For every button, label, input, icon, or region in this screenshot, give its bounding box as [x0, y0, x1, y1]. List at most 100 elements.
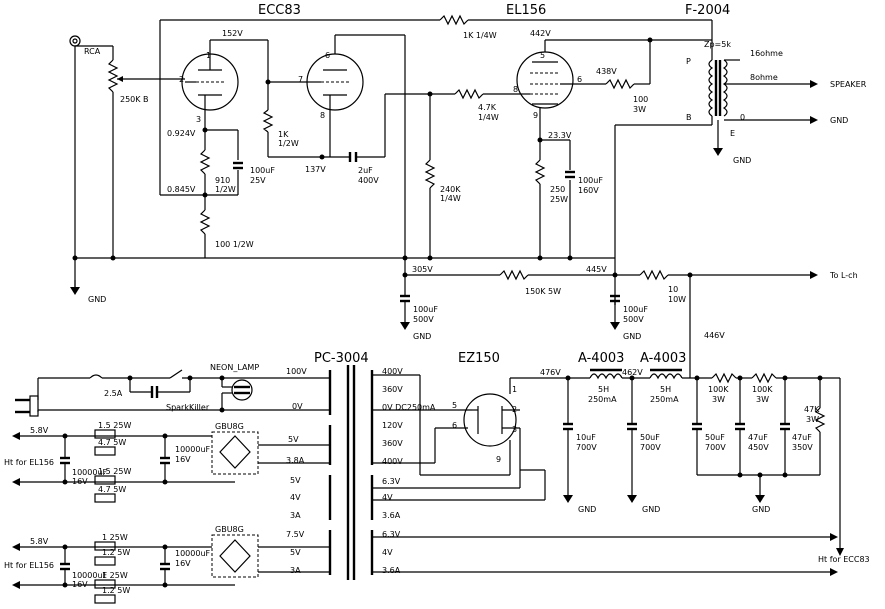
label-pt-120: 120V — [382, 421, 403, 430]
pin-rect-6: 6 — [452, 421, 457, 430]
label-r10-b: 10W — [668, 295, 686, 304]
label-l1-a: 5H — [598, 385, 609, 394]
label-bp-gnd2: GND — [623, 332, 641, 341]
label-v233: 23.3V — [548, 131, 572, 140]
label-h2-58: 5.8V — [30, 537, 49, 546]
label-l1-b: 250mA — [588, 395, 617, 404]
label-rc3-b: 700V — [705, 443, 726, 452]
label-h2-bridge: GBU8G — [215, 525, 244, 534]
label-h1-c1b: 16V — [72, 477, 88, 486]
label-pt-3ab: 3A — [290, 566, 301, 575]
pin-el-6: 6 — [577, 75, 582, 84]
label-r250-b: 25W — [550, 195, 568, 204]
label-pt-4vb: 4V — [382, 493, 393, 502]
label-h1-ht: Ht for EL156 — [4, 458, 54, 467]
label-bp-c2-a: 100uF — [623, 305, 648, 314]
label-v305: 305V — [412, 265, 433, 274]
title-f2004: F-2004 — [685, 3, 730, 18]
label-to-l: To L-ch — [829, 271, 858, 280]
label-rc2-a: 50uF — [640, 433, 660, 442]
pin-1: 1 — [206, 51, 211, 60]
label-h2-r1a: 1 25W — [102, 533, 128, 542]
pin-2: 2 — [179, 75, 184, 84]
label-8ohm: 8ohme — [750, 73, 778, 82]
label-v445: 445V — [586, 265, 607, 274]
label-h2-r1b: 1 25W — [102, 571, 128, 580]
label-pt-4vc: 4V — [382, 548, 393, 557]
label-r150: 150K 5W — [525, 287, 561, 296]
pin-7: 7 — [298, 75, 303, 84]
label-r240-b: 1/4W — [440, 194, 461, 203]
label-pt-63v: 6.3V — [382, 477, 401, 486]
label-r1k-b: 1/2W — [278, 139, 299, 148]
label-v462: 462V — [622, 368, 643, 377]
label-pt-360: 360V — [382, 385, 403, 394]
title-a4003-1: A-4003 — [578, 351, 624, 366]
label-r100: 100 1/2W — [215, 240, 254, 249]
label-v100: 100V — [286, 367, 307, 376]
label-b: B — [686, 113, 692, 122]
label-h2-c1b: 16V — [72, 580, 88, 589]
label-pt-36a: 3.6A — [382, 511, 401, 520]
label-rc4-b: 450V — [748, 443, 769, 452]
label-bp-c2-b: 500V — [623, 315, 644, 324]
label-bp-gnd1: GND — [413, 332, 431, 341]
pin-el-5: 5 — [540, 51, 545, 60]
label-h1-r15a: 1.5 25W — [98, 421, 131, 430]
label-h1-c2a: 10000uF — [175, 445, 211, 454]
label-v442: 442V — [530, 29, 551, 38]
label-h1-r15b: 1.5 25W — [98, 467, 131, 476]
label-pt-4v: 4V — [290, 493, 301, 502]
label-h2-c2b: 16V — [175, 559, 191, 568]
label-v438: 438V — [596, 67, 617, 76]
label-pt-5vb: 5V — [290, 476, 301, 485]
label-rca: RCA — [84, 47, 101, 56]
label-r47-b: 1/4W — [478, 113, 499, 122]
label-v-k2: 0.845V — [167, 185, 196, 194]
label-pt-5v: 5V — [288, 435, 299, 444]
label-r100a-a: 100K — [708, 385, 729, 394]
power-supply-wiring — [12, 365, 844, 604]
label-pot: 250K B — [120, 95, 149, 104]
label-h1-c1a: 10000uF — [72, 468, 108, 477]
label-ht-ecc83: Ht for ECC83 — [818, 555, 870, 564]
label-neon: NEON_LAMP — [210, 363, 259, 372]
label-gnd-e: GND — [733, 156, 751, 165]
label-rc1-a: 10uF — [576, 433, 596, 442]
label-feedback-r: 1K 1/4W — [463, 31, 497, 40]
label-r10-a: 10 — [668, 285, 678, 294]
label-l2-a: 5H — [660, 385, 671, 394]
label-h2-r12b: 1.2 5W — [102, 586, 130, 595]
label-pt-36ab: 3.6A — [382, 566, 401, 575]
label-h2-c1a: 10000uF — [72, 571, 108, 580]
label-h2-ht: Ht for EL156 — [4, 561, 54, 570]
label-gnd-speaker: GND — [830, 116, 848, 125]
label-h1-r47a: 4.7 5W — [98, 438, 126, 447]
title-a4003-2: A-4003 — [640, 351, 686, 366]
pin-rect-1: 1 — [512, 385, 517, 394]
title-ez150: EZ150 — [458, 351, 500, 366]
label-c2-a: 2uF — [358, 166, 373, 175]
label-v446: 446V — [704, 331, 725, 340]
label-r47k-a: 47K — [804, 405, 820, 414]
label-r250-a: 250 — [550, 185, 565, 194]
label-16ohm: 16ohme — [750, 49, 783, 58]
label-r1k-a: 1K — [278, 130, 289, 139]
label-rc1-b: 700V — [576, 443, 597, 452]
label-pt-3a: 3A — [290, 511, 301, 520]
label-r910-a: 910 — [215, 176, 230, 185]
label-h1-bridge: GBU8G — [215, 422, 244, 431]
label-r100a-b: 3W — [712, 395, 725, 404]
label-c100-el-b: 160V — [578, 186, 599, 195]
label-c100-el-a: 100uF — [578, 176, 603, 185]
label-h1-c2b: 16V — [175, 455, 191, 464]
label-r-gnd3: GND — [752, 505, 770, 514]
pin-8: 8 — [320, 111, 325, 120]
title-el156: EL156 — [506, 3, 546, 18]
label-r-gnd1: GND — [578, 505, 596, 514]
label-r100b-a: 100K — [752, 385, 773, 394]
label-fuse: 2.5A — [104, 389, 123, 398]
label-spark: SparkKiller — [166, 403, 210, 412]
label-zp: Zp=5k — [704, 40, 731, 49]
